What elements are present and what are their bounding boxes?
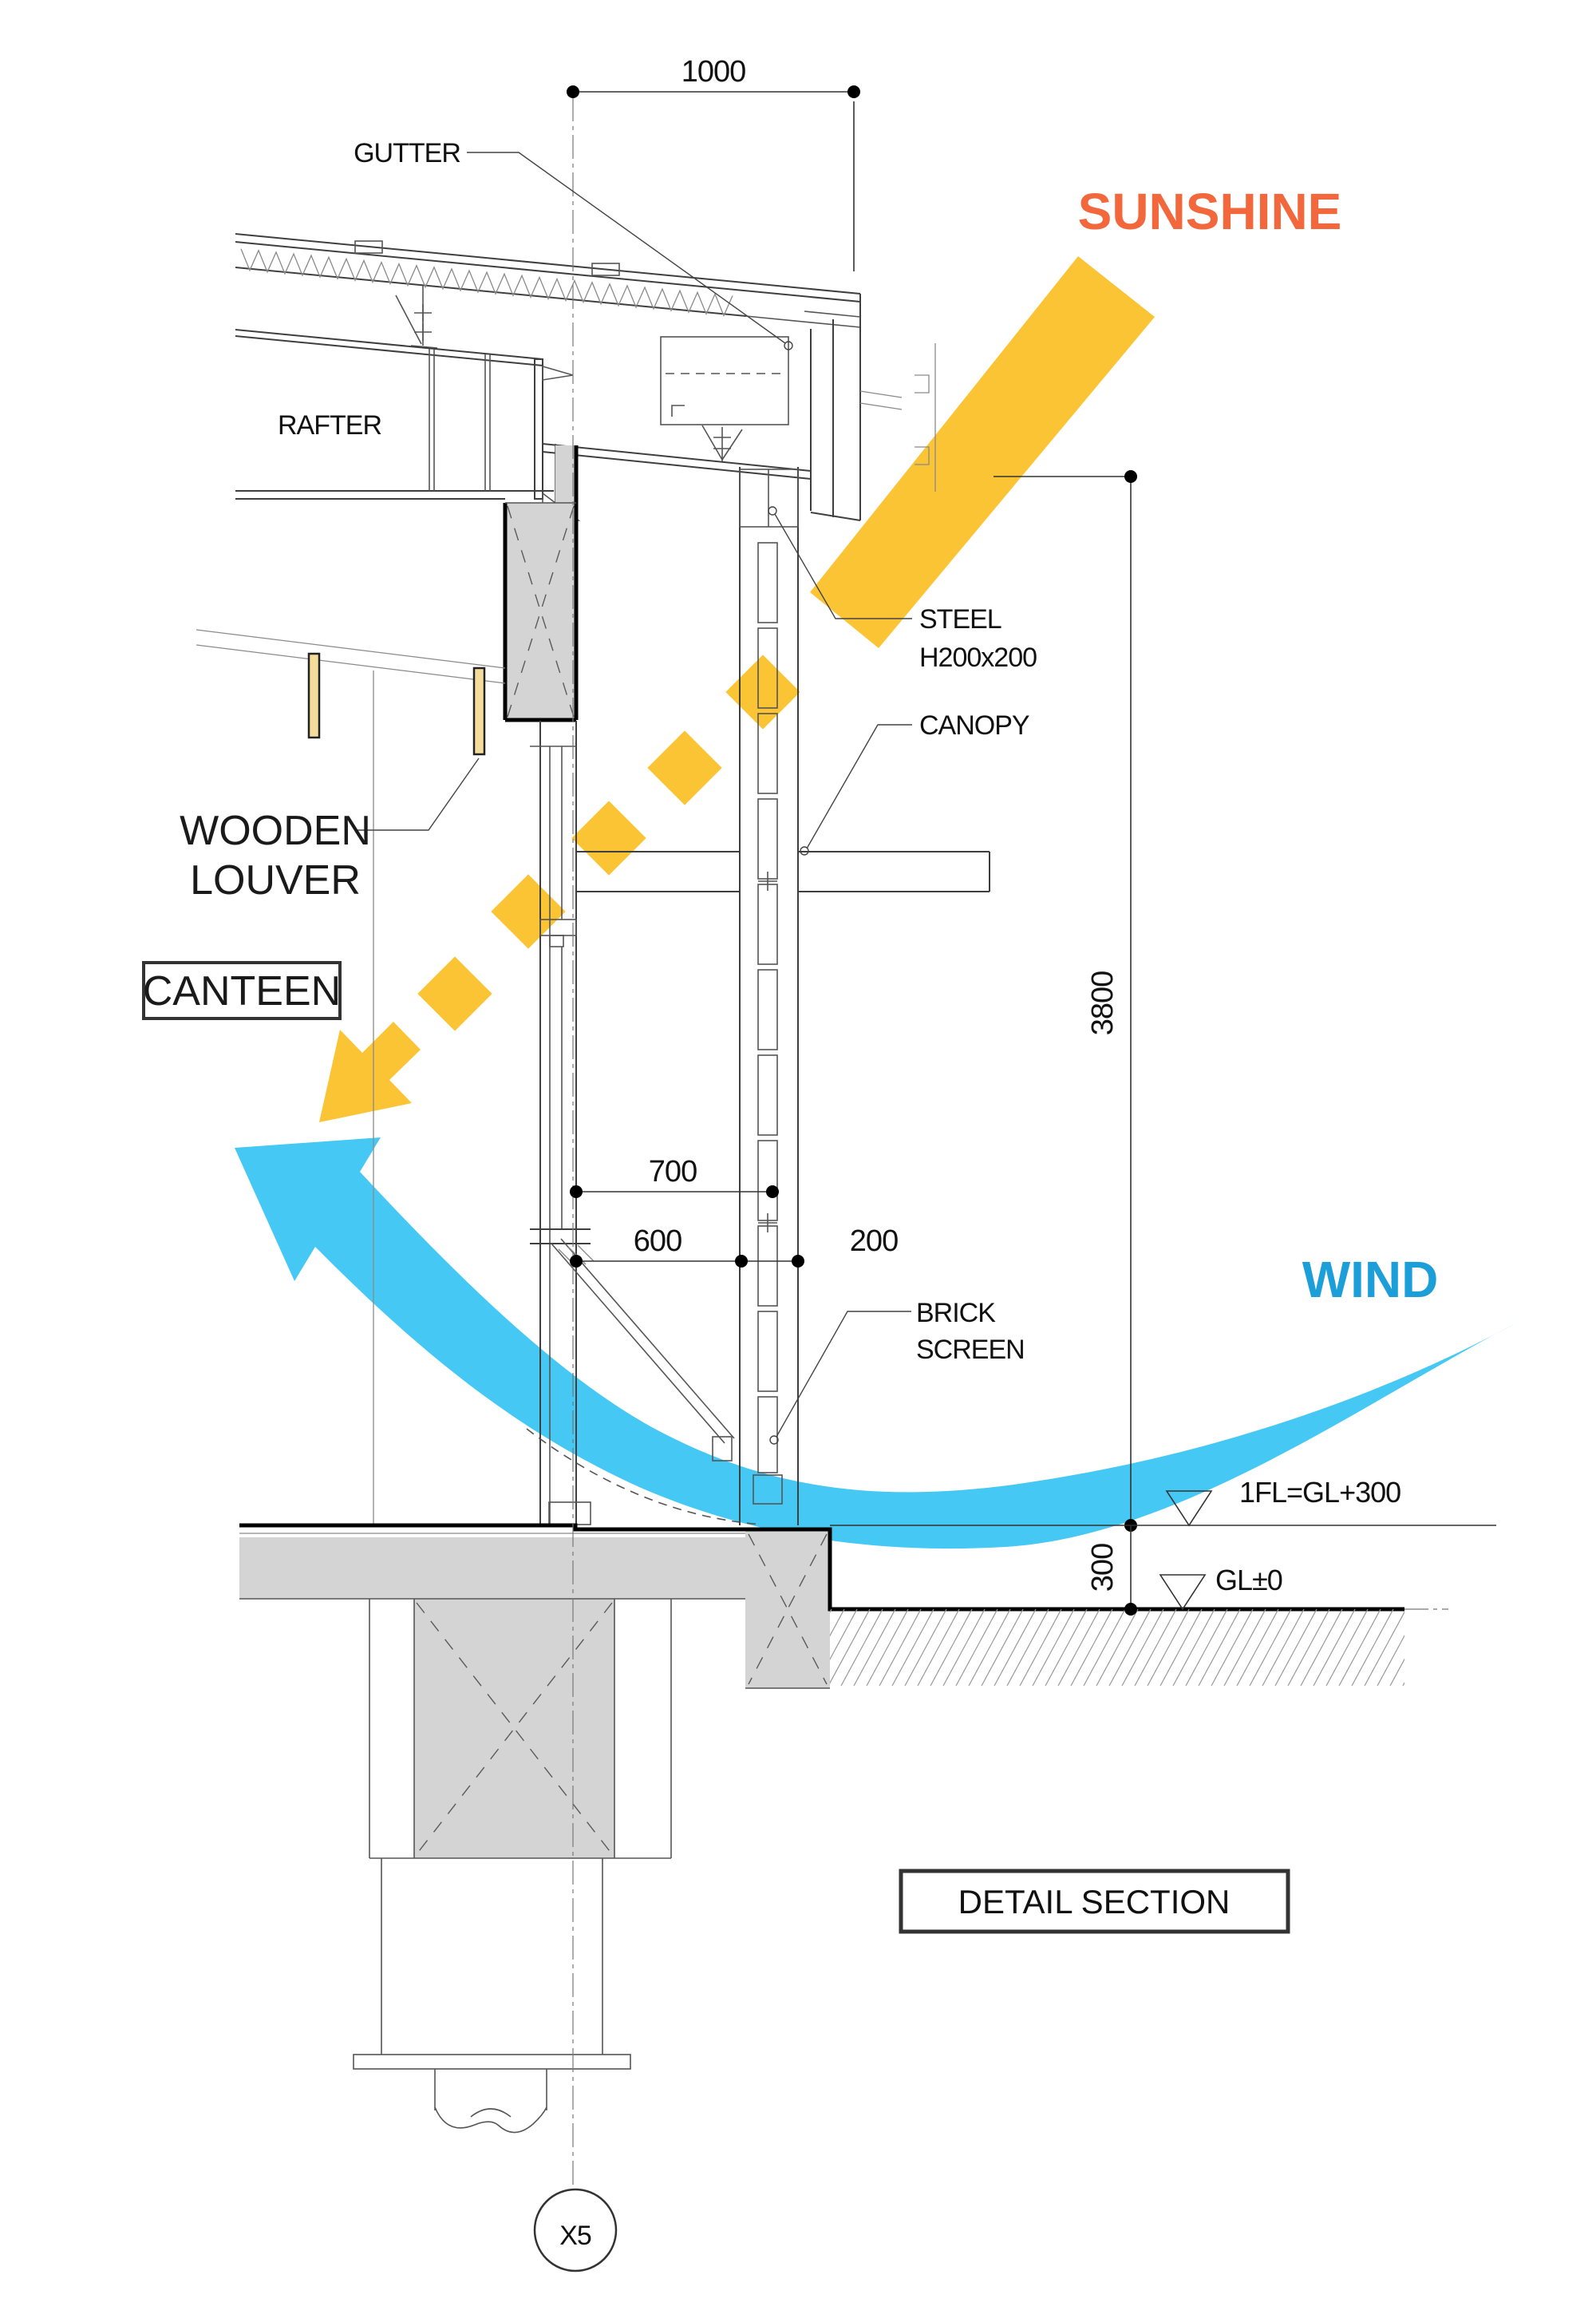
canteen-text: CANTEEN bbox=[143, 968, 341, 1015]
sunshine-arrow bbox=[319, 256, 1155, 1122]
window-wall bbox=[526, 721, 763, 1525]
wind-text: WIND bbox=[1302, 1251, 1439, 1308]
level-1fl: 1FL=GL+300 bbox=[830, 1476, 1496, 1527]
label-brick-screen: BRICK SCREEN bbox=[769, 1298, 1025, 1445]
eave-fascia bbox=[804, 294, 936, 521]
dim-1000-text: 1000 bbox=[681, 55, 746, 89]
dim-300-text: 300 bbox=[1086, 1544, 1120, 1592]
plinth-curb-fill bbox=[745, 1529, 830, 1688]
floor-slab-fill bbox=[239, 1537, 745, 1599]
screen-text: SCREEN bbox=[916, 1335, 1025, 1365]
label-canopy: CANOPY bbox=[800, 710, 1030, 856]
dim-200-text: 200 bbox=[850, 1224, 898, 1258]
title-text: DETAIL SECTION bbox=[958, 1883, 1231, 1920]
wind-arrow bbox=[235, 1137, 1519, 1549]
wooden-text: WOODEN bbox=[180, 808, 371, 854]
gutter-box bbox=[660, 336, 789, 425]
roof-insulation-zigzag bbox=[240, 248, 733, 318]
steel-text-1: STEEL bbox=[919, 604, 1001, 635]
grid-bubble-x5: X5 bbox=[533, 2188, 618, 2272]
pile bbox=[434, 2069, 547, 2134]
gutter-text: GUTTER bbox=[354, 138, 460, 168]
footing-pedestal bbox=[353, 1858, 631, 2070]
level-gl-text: GL±0 bbox=[1215, 1564, 1282, 1596]
dimension-3800: 3800 bbox=[994, 470, 1137, 1532]
label-rafter: RAFTER bbox=[278, 410, 381, 441]
roof-splice-plate bbox=[354, 240, 383, 254]
roof-hanger bbox=[395, 286, 438, 349]
dim-700-text: 700 bbox=[649, 1155, 697, 1189]
foundation-wall bbox=[369, 1599, 672, 1859]
dimension-600-200: 600 200 bbox=[570, 1224, 899, 1268]
sunshine-text: SUNSHINE bbox=[1078, 183, 1342, 240]
roof-assembly bbox=[235, 233, 936, 521]
canteen-box: CANTEEN bbox=[142, 961, 342, 1020]
label-steel: STEEL H200x200 bbox=[768, 506, 1037, 673]
canopy-text: CANOPY bbox=[919, 710, 1029, 741]
ground-hatch bbox=[830, 1609, 1404, 1686]
steel-text-2: H200x200 bbox=[919, 643, 1037, 673]
roof-hanger bbox=[671, 405, 743, 461]
dimension-1000: 1000 bbox=[567, 55, 860, 271]
canopy-slab bbox=[576, 851, 990, 892]
dimension-700: 700 bbox=[570, 1155, 779, 1198]
sunshine-ray-dashes bbox=[417, 655, 800, 1031]
label-gutter: GUTTER bbox=[354, 138, 793, 350]
level-gl: GL±0 bbox=[1159, 1564, 1283, 1611]
level-1fl-text: 1FL=GL+300 bbox=[1239, 1476, 1400, 1509]
louver-slat bbox=[307, 652, 321, 739]
wall-column-fill bbox=[505, 503, 576, 721]
sunshine-arrowhead bbox=[319, 1022, 421, 1122]
label-wooden-louver: WOODEN LOUVER bbox=[180, 757, 480, 904]
louver-slat bbox=[472, 666, 486, 756]
grid-bubble-text: X5 bbox=[559, 2221, 591, 2251]
canteen-interior bbox=[196, 629, 506, 1525]
louver-text: LOUVER bbox=[190, 857, 361, 904]
roof-splice-plate bbox=[591, 263, 620, 276]
wind-swoosh bbox=[235, 1137, 1519, 1549]
brick-screen bbox=[739, 467, 799, 1525]
floor-and-foundation bbox=[239, 1523, 1448, 2134]
dim-600-text: 600 bbox=[634, 1224, 681, 1258]
wooden-louver-slats bbox=[307, 652, 486, 756]
dimension-300: 300 bbox=[1086, 1525, 1137, 1616]
sunshine-beam bbox=[810, 256, 1155, 648]
dim-3800-text: 3800 bbox=[1086, 971, 1120, 1036]
wall-column bbox=[503, 445, 579, 722]
foundation-wall-fill bbox=[414, 1599, 614, 1858]
brick-text: BRICK bbox=[916, 1298, 996, 1328]
detail-section-box: DETAIL SECTION bbox=[899, 1869, 1290, 1934]
